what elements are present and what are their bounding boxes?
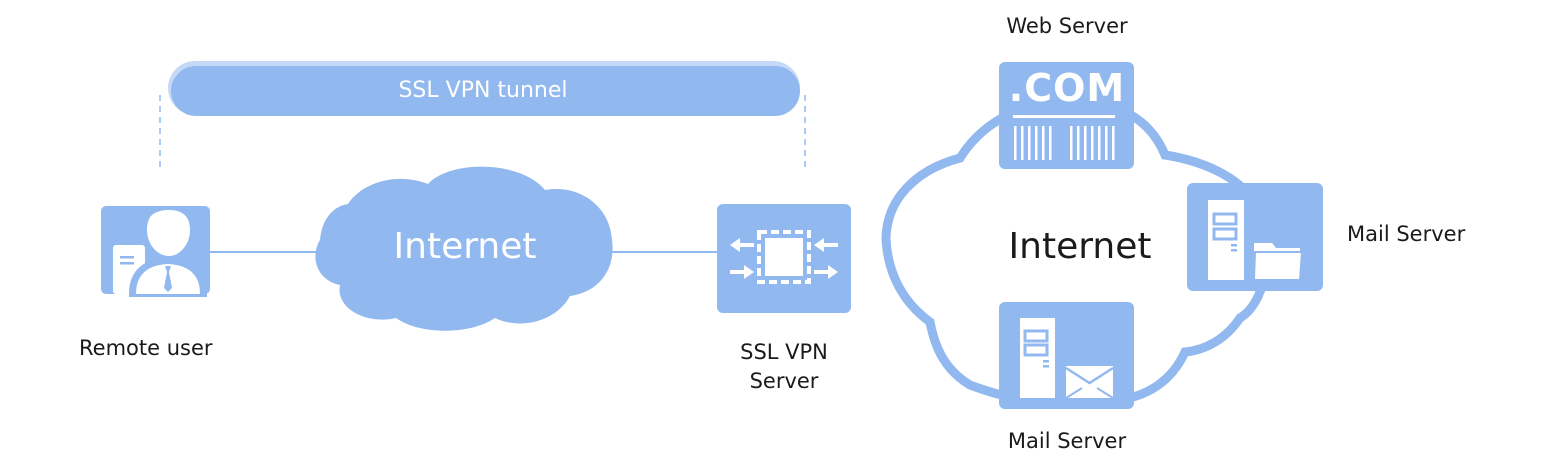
user-icon: [101, 206, 210, 297]
tunnel-label: SSL VPN tunnel: [398, 78, 568, 103]
web-server-label: Web Server: [1006, 14, 1128, 38]
ssl-vpn-tunnel: [168, 61, 800, 116]
cloud-icon: [315, 166, 613, 331]
server-folder-icon: [1187, 183, 1323, 291]
server-envelope-icon: [999, 302, 1134, 409]
chip-arrows-icon: [717, 204, 851, 313]
internet-right-label: Internet: [1008, 226, 1152, 267]
mail-server-right-label: Mail Server: [1347, 222, 1466, 246]
remote-user-label: Remote user: [79, 336, 213, 360]
vpn-server-label-line1: SSL VPN: [740, 340, 828, 364]
mail-server-bottom-label: Mail Server: [1007, 429, 1127, 453]
internet-left-label: Internet: [393, 226, 537, 267]
web-server-icon: [999, 62, 1134, 169]
vpn-server-label-line2: Server: [749, 369, 819, 393]
web-server-icon-text: .COM: [1008, 66, 1126, 110]
vpn-server-label: SSL VPN Server: [740, 338, 828, 396]
